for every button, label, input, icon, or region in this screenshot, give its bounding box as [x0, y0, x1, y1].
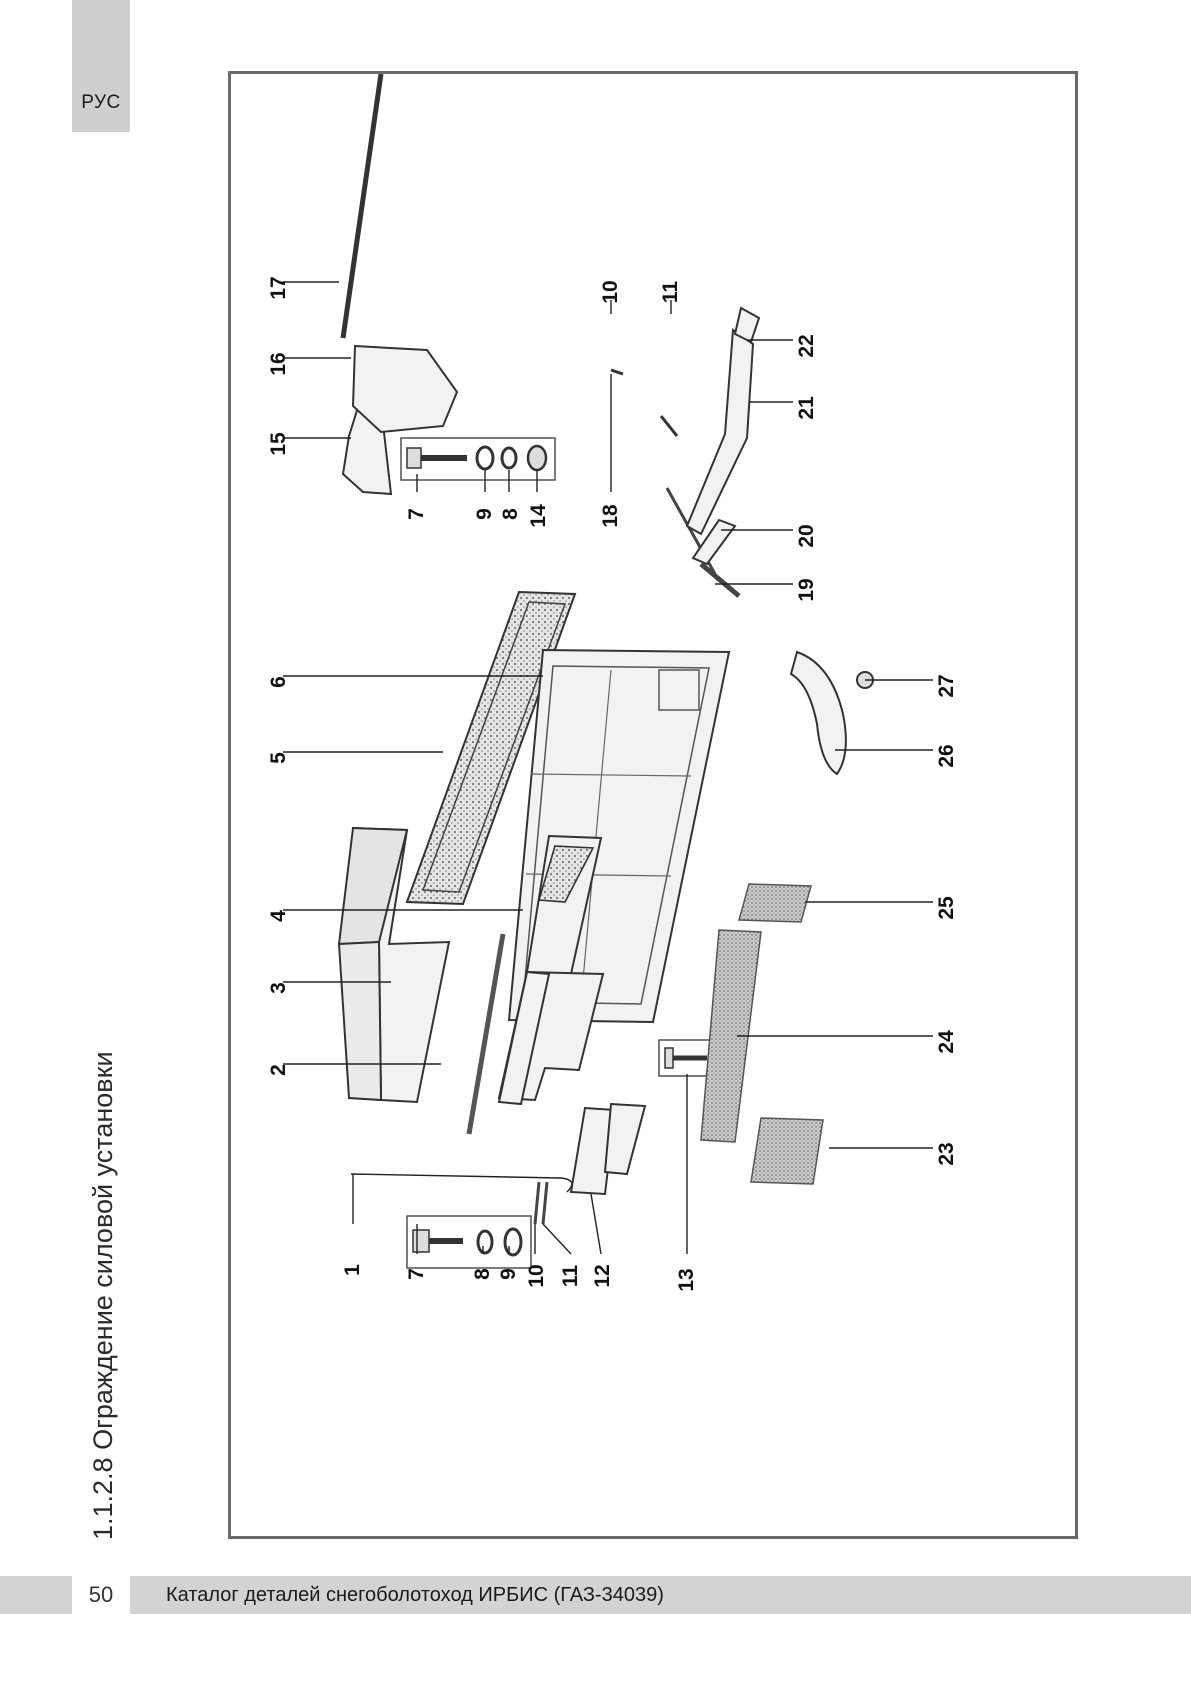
callout-20: 20 — [795, 524, 818, 547]
part-1-rod — [350, 1173, 573, 1193]
callout-9-lower: 9 — [497, 1268, 520, 1280]
part-10-11-clips — [533, 1181, 549, 1225]
callout-19: 19 — [795, 578, 818, 601]
language-tab: РУС — [72, 0, 130, 132]
callout-8-upper: 8 — [499, 508, 522, 520]
part-4-box — [497, 834, 605, 1106]
callout-3: 3 — [267, 982, 290, 994]
callout-1: 1 — [341, 1264, 364, 1276]
callout-numbers: 6 5 4 3 2 17 16 15 7 9 8 14 18 10 11 22 … — [267, 276, 958, 1291]
section-title-text: 1.1.2.8 Ограждение силовой установки — [88, 1051, 118, 1540]
callout-26: 26 — [935, 744, 958, 767]
callout-2: 2 — [267, 1064, 290, 1076]
bolt-group-upper — [400, 437, 556, 481]
callout-12: 12 — [591, 1264, 614, 1287]
catalog-title: Каталог деталей снегоболотоход ИРБИС (ГА… — [166, 1584, 664, 1606]
callout-5: 5 — [267, 752, 290, 764]
language-label: РУС — [81, 92, 121, 113]
callout-9-upper: 9 — [473, 508, 496, 520]
callout-8-lower: 8 — [471, 1268, 494, 1280]
callout-7-upper: 7 — [405, 508, 428, 520]
footer-bar — [0, 1576, 1191, 1614]
part-3-cover — [337, 826, 451, 1104]
lever-assembly — [610, 306, 761, 598]
callout-15: 15 — [267, 432, 290, 456]
callout-16: 16 — [267, 352, 290, 375]
callout-11-upper: 11 — [659, 281, 682, 304]
callout-7-lower: 7 — [405, 1268, 428, 1280]
part-5-grille — [405, 590, 577, 906]
callout-27: 27 — [935, 674, 958, 697]
part-23-pad — [750, 1117, 824, 1185]
callout-23: 23 — [935, 1142, 958, 1165]
callout-18: 18 — [599, 504, 622, 528]
part-25-pad — [738, 883, 812, 923]
callout-10-lower: 10 — [525, 1264, 548, 1287]
callout-11-lower: 11 — [559, 1265, 582, 1288]
callout-25: 25 — [935, 896, 958, 920]
page-number: 50 — [72, 1574, 130, 1616]
part-26-27-latch — [789, 650, 874, 776]
part-2-strip — [466, 933, 506, 1135]
callout-24: 24 — [935, 1030, 958, 1054]
part-24-pad — [700, 929, 762, 1143]
leader-lines — [283, 281, 933, 1255]
callout-6: 6 — [267, 676, 290, 688]
part-12-bracket — [569, 1102, 647, 1196]
callout-13: 13 — [675, 1268, 698, 1291]
part-16-plate — [351, 344, 459, 434]
callout-10-upper: 10 — [599, 280, 622, 303]
callout-4: 4 — [267, 910, 290, 922]
diagram-frame: 6 5 4 3 2 17 16 15 7 9 8 14 18 10 11 22 … — [228, 71, 1078, 1539]
callout-17: 17 — [267, 276, 290, 299]
callout-21: 21 — [795, 396, 818, 420]
part-17-pin — [340, 74, 384, 339]
callout-22: 22 — [795, 334, 818, 357]
bolt-group-lower — [406, 1215, 532, 1269]
exploded-parts-diagram: 6 5 4 3 2 17 16 15 7 9 8 14 18 10 11 22 … — [267, 74, 958, 1292]
callout-14: 14 — [527, 504, 550, 528]
